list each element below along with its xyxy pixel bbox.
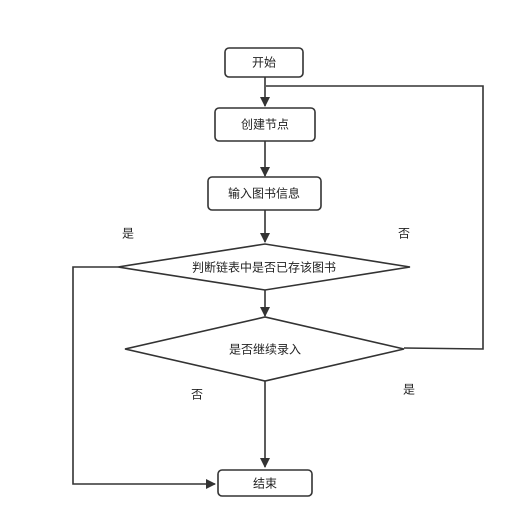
- node-start: 开始: [224, 47, 304, 78]
- start-label: 开始: [252, 56, 276, 70]
- label-continue-no: 否: [191, 388, 203, 402]
- edges: [72, 77, 484, 489]
- label-exists-yes: 是: [122, 227, 134, 241]
- label-continue-yes: 是: [403, 383, 415, 397]
- node-continue: 是否继续录入: [124, 316, 405, 382]
- edge-continue-yes-loop: [266, 85, 484, 350]
- node-input: 输入图书信息: [207, 176, 322, 211]
- create-node-label: 创建节点: [241, 118, 289, 132]
- start-box: [224, 47, 304, 78]
- end-box: [217, 469, 313, 497]
- create-node-box: [214, 107, 316, 142]
- check-exists-diamond: [117, 243, 411, 291]
- edge-check-yes-to-end: [72, 266, 216, 489]
- end-label: 结束: [253, 477, 277, 491]
- node-create: 创建节点: [214, 107, 316, 142]
- continue-input-label: 是否继续录入: [229, 343, 301, 357]
- continue-input-diamond: [124, 316, 405, 382]
- input-book-box: [207, 176, 322, 211]
- label-exists-no: 否: [398, 227, 410, 241]
- check-exists-label: 判断链表中是否已存该图书: [192, 260, 336, 275]
- input-book-label: 输入图书信息: [228, 186, 300, 201]
- node-end: 结束: [217, 469, 313, 497]
- node-check-exists: 判断链表中是否已存该图书: [117, 243, 411, 291]
